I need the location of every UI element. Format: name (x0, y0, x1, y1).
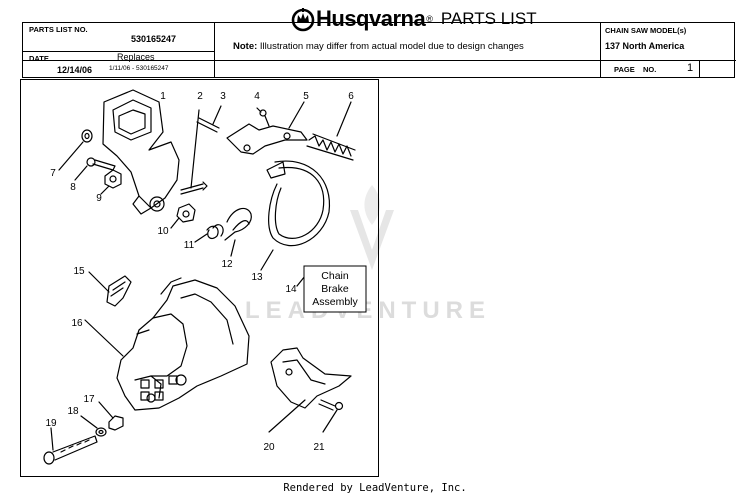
husqvarna-crown-logo-icon (291, 8, 315, 32)
callout-9: 9 (96, 193, 102, 204)
callout-15: 15 (73, 266, 85, 277)
footer-credit: Rendered by LeadVenture, Inc. (283, 482, 467, 494)
date-value: 12/14/06 (57, 65, 93, 75)
assembly-label-line-3: Assembly (312, 296, 358, 308)
callout-2: 2 (197, 91, 203, 102)
brand-registered-mark: ® (426, 14, 433, 24)
callout-18: 18 (67, 406, 79, 417)
note-text: Illustration may differ from actual mode… (259, 41, 524, 52)
page-no-label: NO. (643, 65, 657, 74)
replaces-value: 1/11/06 - 530165247 (109, 65, 169, 72)
callout-19: 19 (45, 418, 57, 429)
part-1-brake-handle (102, 89, 180, 215)
part-20-guard-plate (268, 347, 352, 433)
callout-21: 21 (313, 442, 325, 453)
replaces-label: Replaces (117, 52, 155, 62)
model-value: 137 North America (605, 41, 685, 51)
leadventure-watermark-flame-icon (350, 185, 394, 270)
callout-13: 13 (251, 272, 263, 283)
brand-title: Husqvarna ® PARTS LIST (290, 6, 537, 32)
part-6-spring (306, 101, 356, 161)
part-2-screw (180, 109, 208, 195)
callout-12: 12 (221, 259, 233, 270)
parts-diagram: Chain Brake Assembly 1 2 3 4 5 6 7 8 9 1… (20, 79, 379, 477)
page-number: 1 (687, 62, 694, 74)
callout-17: 17 (83, 394, 95, 405)
part-21-screw (318, 399, 344, 433)
parts-list-no-label: PARTS LIST NO. (29, 25, 88, 34)
note-label: Note: (233, 41, 258, 52)
callout-11: 11 (184, 240, 195, 251)
assembly-label-line-2: Brake (321, 283, 349, 295)
callout-10: 10 (157, 226, 169, 237)
part-18-washer (80, 415, 107, 437)
callout-6: 6 (348, 91, 354, 102)
callout-14: 14 (285, 284, 297, 295)
callout-7: 7 (50, 168, 56, 179)
callout-16: 16 (71, 318, 83, 329)
parts-list-header: PARTS LIST NO. 530165247 DATE 12/14/06 R… (22, 22, 736, 78)
part-5-lever (226, 101, 308, 155)
part-15-bracket (88, 271, 132, 307)
callout-3: 3 (220, 91, 226, 102)
part-19-long-bolt (43, 427, 98, 465)
assembly-label-line-1: Chain (321, 270, 349, 282)
model-label: CHAIN SAW MODEL(s) (605, 26, 687, 35)
part-8-bolt (74, 157, 116, 181)
callout-20: 20 (263, 442, 275, 453)
part-16-brake-cover (84, 277, 250, 411)
page-label: PAGE (614, 65, 635, 74)
part-13-brake-band (260, 160, 331, 271)
brand-name: Husqvarna (316, 6, 426, 31)
parts-list-title: PARTS LIST (440, 9, 537, 28)
parts-list-no: 530165247 (131, 34, 177, 44)
part-10-bushing (170, 203, 196, 229)
callout-8: 8 (70, 182, 76, 193)
part-4-screw (256, 107, 270, 127)
chain-brake-assembly-box (303, 265, 367, 313)
callout-1: 1 (160, 91, 166, 102)
date-label: DATE (29, 54, 49, 63)
part-9-nut (100, 169, 122, 195)
part-7-washer (58, 129, 93, 171)
chain-brake-exploded-view: Chain Brake Assembly 1 2 3 4 5 6 7 8 9 1… (43, 89, 367, 465)
part-11-torsion-spring (194, 224, 224, 243)
callout-4: 4 (254, 91, 260, 102)
part-3-pin (196, 105, 222, 133)
part-17-nut (98, 401, 124, 431)
callout-5: 5 (303, 91, 309, 102)
part-12-spring (224, 207, 252, 257)
illustration-note: Note: Illustration may differ from actua… (233, 41, 524, 52)
